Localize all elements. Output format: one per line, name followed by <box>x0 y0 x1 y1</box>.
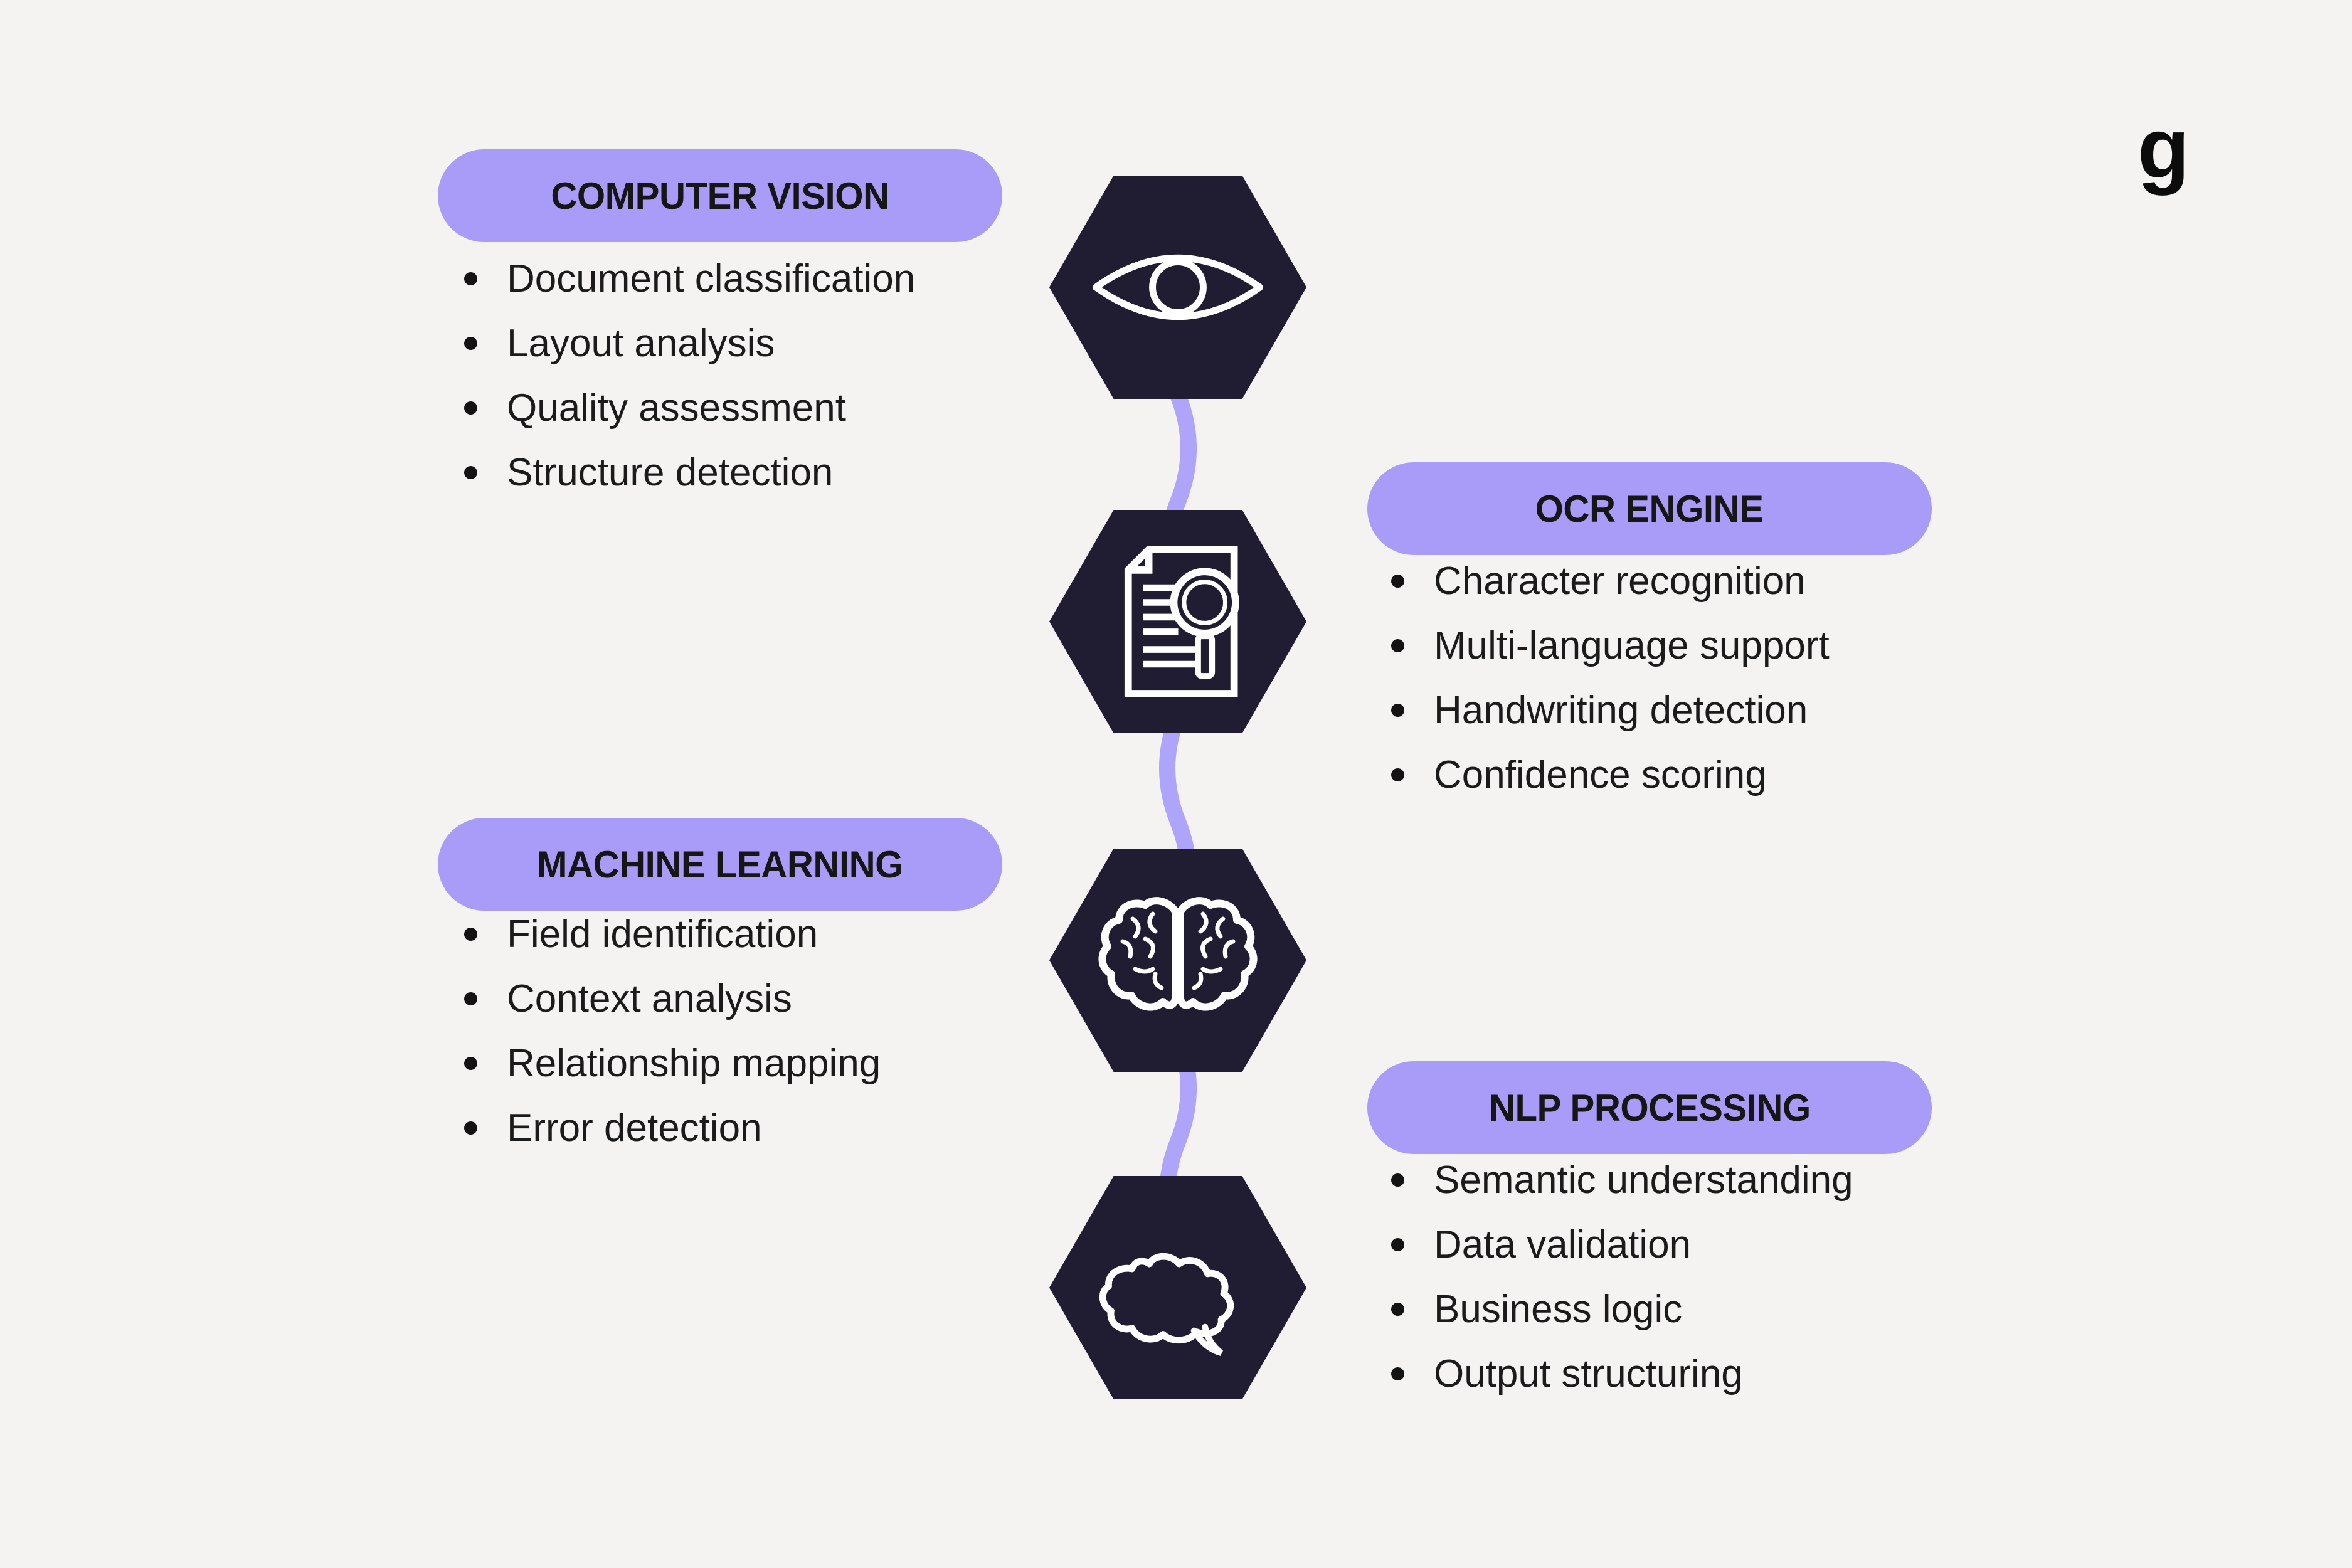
section-title: MACHINE LEARNING <box>537 843 903 886</box>
bullet-dot <box>464 401 477 415</box>
list-item: Semantic understanding <box>1391 1148 1853 1212</box>
hexagon-machine-learning <box>1049 849 1306 1072</box>
list-item: Field identification <box>464 902 881 967</box>
section-title: COMPUTER VISION <box>551 174 889 217</box>
bullet-dot <box>1391 639 1404 652</box>
list-item: Structure detection <box>464 440 915 505</box>
list-item-label: Confidence scoring <box>1434 753 1767 797</box>
bullet-dot <box>1391 575 1404 588</box>
bullet-dot <box>464 992 477 1005</box>
bullet-dot <box>464 337 477 350</box>
bullet-dot <box>1391 704 1404 717</box>
list-item: Business logic <box>1391 1277 1853 1342</box>
section-title: NLP PROCESSING <box>1488 1086 1811 1129</box>
list-item-label: Character recognition <box>1434 559 1806 603</box>
list-item-label: Handwriting detection <box>1434 689 1808 732</box>
feature-list-machine-learning: Field identification Context analysis Re… <box>464 902 881 1160</box>
section-pill-nlp-processing: NLP PROCESSING <box>1367 1061 1932 1154</box>
list-item: Handwriting detection <box>1391 678 1830 743</box>
list-item-label: Layout analysis <box>507 322 775 365</box>
section-title: OCR ENGINE <box>1535 487 1764 530</box>
list-item-label: Relationship mapping <box>507 1042 881 1085</box>
bullet-dot <box>464 928 477 941</box>
list-item: Document classification <box>464 246 915 311</box>
bullet-dot <box>464 466 477 479</box>
list-item-label: Error detection <box>507 1106 762 1150</box>
feature-list-ocr-engine: Character recognition Multi-language sup… <box>1391 549 1830 807</box>
list-item-label: Field identification <box>507 913 818 956</box>
brand-logo: g <box>2137 100 2190 196</box>
speech-bubble-icon <box>1099 1253 1234 1356</box>
list-item: Context analysis <box>464 967 881 1031</box>
list-item-label: Structure detection <box>507 451 834 494</box>
list-item-label: Semantic understanding <box>1434 1158 1853 1202</box>
bullet-dot <box>1391 1303 1404 1316</box>
list-item-label: Output structuring <box>1434 1352 1743 1396</box>
hexagon-computer-vision <box>1049 176 1306 399</box>
list-item-label: Data validation <box>1434 1223 1692 1266</box>
list-item: Relationship mapping <box>464 1031 881 1096</box>
bullet-dot <box>464 1121 477 1135</box>
list-item: Error detection <box>464 1096 881 1160</box>
list-item: Character recognition <box>1391 549 1830 613</box>
bullet-dot <box>1391 1173 1404 1187</box>
list-item-label: Multi-language support <box>1434 624 1830 667</box>
section-pill-ocr-engine: OCR ENGINE <box>1367 462 1932 555</box>
list-item: Quality assessment <box>464 376 915 440</box>
list-item: Output structuring <box>1391 1342 1853 1406</box>
bullet-dot <box>464 272 477 285</box>
list-item: Confidence scoring <box>1391 743 1830 807</box>
list-item-label: Document classification <box>507 257 916 300</box>
section-pill-machine-learning: MACHINE LEARNING <box>438 818 1002 911</box>
list-item: Layout analysis <box>464 311 915 376</box>
eye-icon <box>1092 254 1264 320</box>
bullet-dot <box>1391 1238 1404 1251</box>
document-search-icon <box>1124 546 1239 697</box>
feature-list-nlp-processing: Semantic understanding Data validation B… <box>1391 1148 1853 1406</box>
brain-icon <box>1098 891 1266 1029</box>
bullet-dot <box>1391 1367 1404 1380</box>
list-item-label: Context analysis <box>507 977 792 1020</box>
hexagon-ocr-engine <box>1049 510 1306 733</box>
list-item: Data validation <box>1391 1212 1853 1277</box>
bullet-dot <box>1391 768 1404 781</box>
list-item: Multi-language support <box>1391 613 1830 678</box>
bullet-dot <box>464 1057 477 1070</box>
list-item-label: Quality assessment <box>507 386 846 430</box>
list-item-label: Business logic <box>1434 1288 1683 1331</box>
section-pill-computer-vision: COMPUTER VISION <box>438 149 1002 242</box>
feature-list-computer-vision: Document classification Layout analysis … <box>464 246 915 505</box>
